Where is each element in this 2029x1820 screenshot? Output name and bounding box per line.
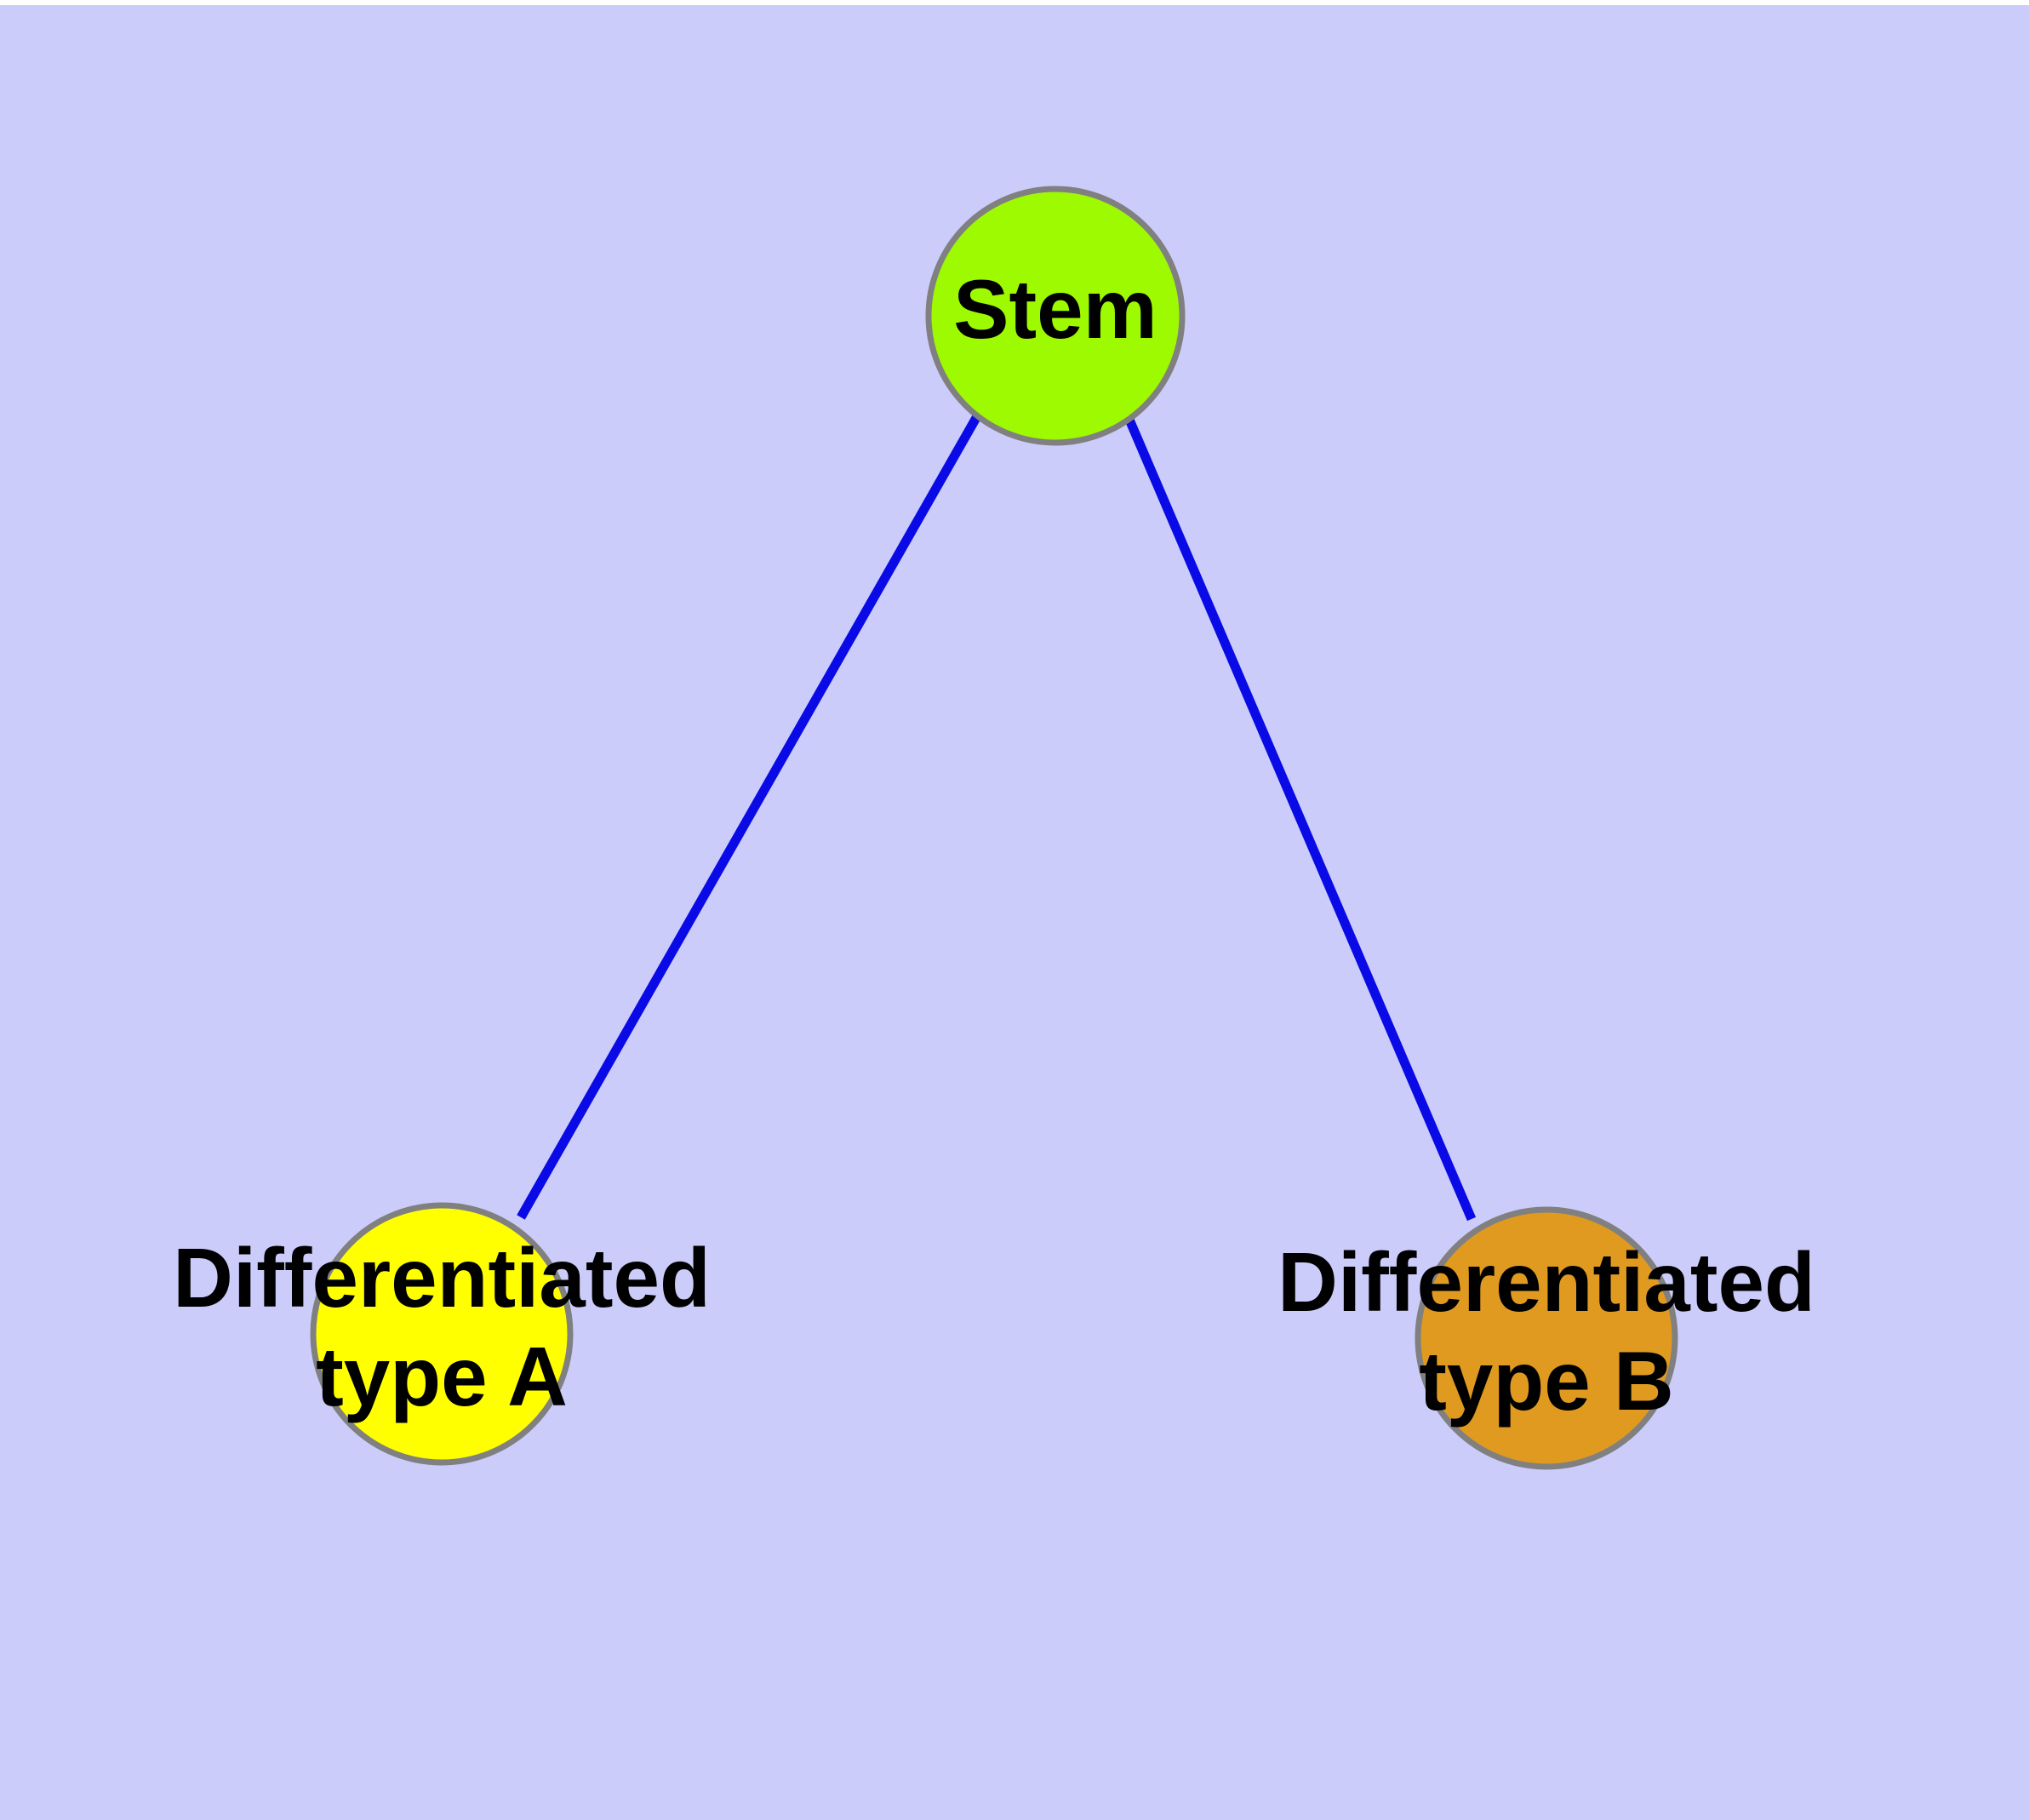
edge-stem-to-diff-b[interactable] — [1124, 417, 1477, 1222]
label-line: Differentiated — [173, 1231, 711, 1325]
node-diff-b-circle[interactable] — [1415, 1206, 1678, 1470]
node-stem-circle[interactable] — [925, 186, 1186, 446]
node-stem-label: Stem — [953, 262, 1157, 356]
node-stem[interactable] — [925, 186, 1186, 446]
label-line: type B — [1419, 1334, 1674, 1428]
edge-stem-to-diff-a[interactable] — [517, 414, 981, 1220]
edge-layer — [517, 414, 1477, 1222]
node-diff-b[interactable] — [1415, 1206, 1678, 1470]
label-line: type A — [316, 1330, 568, 1423]
label-line: Stem — [953, 262, 1157, 356]
node-diff-a-circle[interactable] — [310, 1202, 574, 1466]
label-line: Differentiated — [1277, 1235, 1815, 1329]
node-diff-a[interactable] — [310, 1202, 574, 1466]
